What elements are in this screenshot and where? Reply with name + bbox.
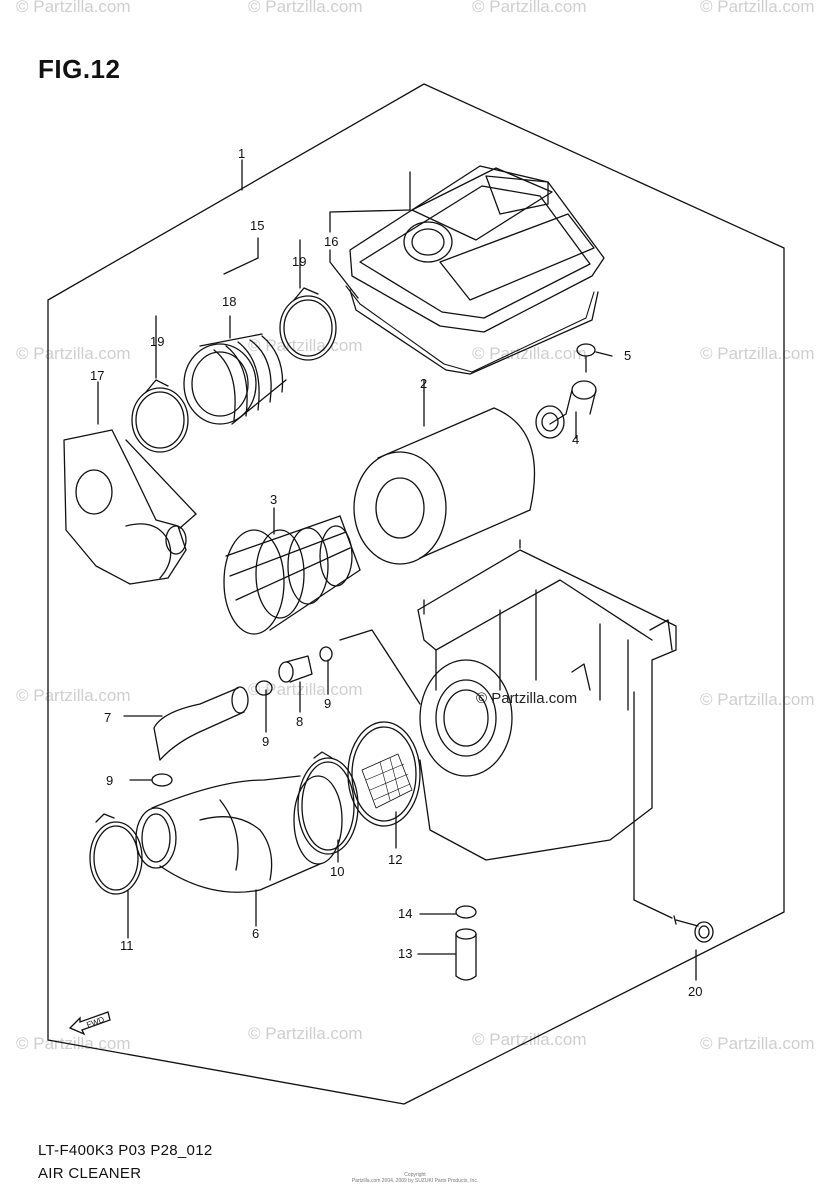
element-2 xyxy=(353,407,536,565)
figure-code: LT-F400K3 P03 P28_012 xyxy=(38,1142,213,1159)
watermark: © Partzilla.com xyxy=(248,1024,363,1043)
callout-19: 19 xyxy=(292,254,306,269)
clamp-11 xyxy=(89,813,143,895)
watermark: © Partzilla.com xyxy=(16,1034,131,1053)
callout-8: 8 xyxy=(296,714,303,729)
drain-hose-7 xyxy=(153,686,249,761)
callout-2: 2 xyxy=(420,376,427,391)
clamp-9-b xyxy=(319,646,333,662)
watermark: © Partzilla.com xyxy=(700,1034,815,1053)
callout-3: 3 xyxy=(270,492,277,507)
clamp-10 xyxy=(297,751,359,855)
callout-labels: 1 2 3 4 5 6 7 8 9 9 9 10 11 12 13 14 15 … xyxy=(90,146,702,999)
callout-9: 9 xyxy=(106,773,113,788)
clamp-14 xyxy=(455,905,477,919)
air-cleaner-case xyxy=(417,539,677,861)
tube-13 xyxy=(455,928,477,981)
callout-9: 9 xyxy=(324,696,331,711)
callout-14: 14 xyxy=(398,906,412,921)
fwd-arrow-icon: FWD xyxy=(68,1011,111,1036)
watermark: © Partzilla.com xyxy=(16,0,131,16)
callout-4: 4 xyxy=(572,432,579,447)
callout-17: 17 xyxy=(90,368,104,383)
watermark: © Partzilla.com xyxy=(248,680,363,699)
inlet-box-17 xyxy=(63,429,187,585)
cover-gasket xyxy=(345,285,595,373)
watermark: © Partzilla.com xyxy=(700,344,815,363)
copyright-line: Copyright xyxy=(404,1172,426,1178)
inlet-hose-18 xyxy=(183,333,287,425)
callout-19: 19 xyxy=(150,334,164,349)
callout-13: 13 xyxy=(398,946,412,961)
clamp-19-left xyxy=(131,379,189,453)
watermark: © Partzilla.com xyxy=(472,1030,587,1049)
callout-12: 12 xyxy=(388,852,402,867)
watermark: © Partzilla.com xyxy=(472,0,587,16)
watermark: © Partzilla.com xyxy=(16,344,131,363)
outlet-tube-6 xyxy=(135,775,343,893)
drain-cap-4 xyxy=(535,380,597,439)
callout-6: 6 xyxy=(252,926,259,941)
copyright-note: Copyright Partzilla.com 2004. 2009 by SU… xyxy=(330,1172,500,1184)
callout-15: 15 xyxy=(250,218,264,233)
fwd-label: FWD xyxy=(85,1015,105,1030)
watermark: © Partzilla.com xyxy=(16,686,131,705)
copyright-line: Partzilla.com 2004. 2009 by SUZUKI Parts… xyxy=(351,1178,479,1184)
watermark: © Partzilla.com xyxy=(248,0,363,16)
callout-5: 5 xyxy=(624,348,631,363)
callout-20: 20 xyxy=(688,984,702,999)
callout-7: 7 xyxy=(104,710,111,725)
center-watermark: © Partzilla.com xyxy=(476,690,578,707)
figure-title: FIG.12 xyxy=(38,54,121,84)
screw-5 xyxy=(576,343,596,373)
callout-18: 18 xyxy=(222,294,236,309)
callout-16: 16 xyxy=(324,234,338,249)
callout-9: 9 xyxy=(262,734,269,749)
assembly-outline xyxy=(47,83,785,1105)
joint-8 xyxy=(278,655,313,683)
air-cleaner-cover xyxy=(349,165,605,375)
watermark: © Partzilla.com xyxy=(700,0,815,16)
element-frame-3 xyxy=(223,515,361,635)
bolt-20 xyxy=(673,915,714,943)
callout-11: 11 xyxy=(120,938,134,953)
clamp-19-right xyxy=(279,287,337,361)
callout-1: 1 xyxy=(238,146,245,161)
figure-name: AIR CLEANER xyxy=(38,1165,142,1182)
callout-10: 10 xyxy=(330,864,344,879)
watermark: © Partzilla.com xyxy=(700,690,815,709)
screen-12 xyxy=(347,721,421,827)
clamp-9-a xyxy=(255,680,273,696)
clamp-9-c xyxy=(151,773,173,787)
